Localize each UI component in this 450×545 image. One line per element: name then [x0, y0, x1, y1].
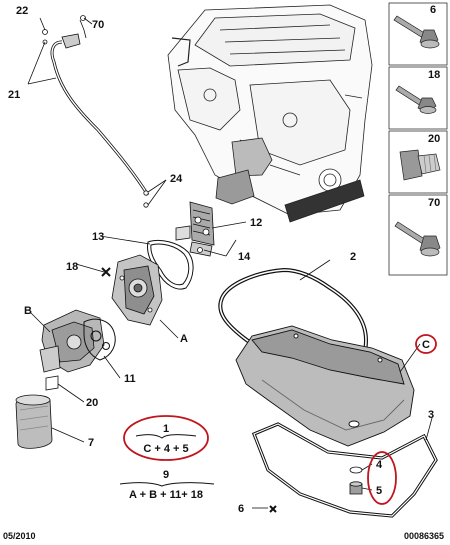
- callout-13: 13: [92, 231, 104, 243]
- callout-22: 22: [16, 5, 28, 17]
- formula-1-number: 1: [163, 423, 169, 435]
- oil-cooler: [175, 201, 215, 257]
- callout-A: A: [180, 333, 188, 345]
- side-part-number-20: 20: [428, 133, 440, 145]
- drain-plug: [349, 466, 363, 495]
- side-part-number-70: 70: [428, 197, 440, 209]
- formula-1-expression: C + 4 + 5: [143, 443, 188, 455]
- side-parts-panel: 6 18 20 70: [388, 2, 448, 276]
- oil-sump: [235, 325, 415, 447]
- oil-filter-housing: [39, 309, 105, 373]
- leader-lines: [27, 17, 433, 509]
- oil-filter: [15, 375, 59, 449]
- callout-4: 4: [376, 459, 383, 471]
- sump-gasket: [218, 267, 369, 381]
- footer-date: 05/2010: [3, 531, 36, 541]
- highlight-4-5-ellipse: [367, 451, 397, 505]
- callout-24: 24: [170, 173, 183, 185]
- side-part-number-6: 6: [430, 4, 436, 16]
- callout-70: 70: [92, 19, 104, 31]
- oil-pump: [111, 254, 163, 326]
- bolt-icon: [395, 85, 437, 114]
- highlight-c-circle: [415, 334, 437, 354]
- callout-14: 14: [238, 251, 251, 263]
- callout-C: C: [422, 339, 430, 351]
- formula-9-expression: A + B + 11+ 18: [129, 489, 203, 501]
- highlight-marks: [123, 334, 437, 505]
- formula-9-number: 9: [163, 469, 169, 481]
- bolt-long-icon: [394, 221, 441, 257]
- footer-reference-number: 00086365: [403, 531, 444, 541]
- callout-3: 3: [428, 409, 434, 421]
- threaded-plug-icon: [399, 149, 441, 181]
- callout-B: B: [24, 305, 32, 317]
- callout-6: 6: [238, 503, 244, 515]
- callout-21: 21: [8, 89, 20, 101]
- dipstick-tube: [42, 15, 150, 208]
- highlight-formula-1-ellipse: [123, 415, 209, 461]
- callout-2: 2: [350, 251, 356, 263]
- filter-housing-gasket: [83, 318, 116, 361]
- kit-formula-1: 1 C + 4 + 5: [135, 423, 197, 455]
- lower-frame-gasket: [251, 422, 438, 518]
- bolt-flange-icon: [393, 15, 440, 49]
- bolt-6-marker: [269, 505, 277, 513]
- callout-7: 7: [88, 437, 94, 449]
- callout-20: 20: [86, 397, 98, 409]
- callout-5: 5: [376, 485, 382, 497]
- callout-11: 11: [124, 373, 136, 385]
- side-part-number-18: 18: [428, 69, 440, 81]
- callout-12: 12: [250, 217, 262, 229]
- callout-18: 18: [66, 261, 78, 273]
- bolt-18-marker: [101, 267, 111, 277]
- kit-formula-9: 9 A + B + 11+ 18: [119, 469, 215, 501]
- engine-block: [167, 4, 373, 223]
